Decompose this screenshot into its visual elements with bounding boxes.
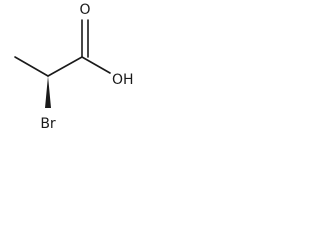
atom-hydroxyl: OH bbox=[112, 72, 134, 88]
bond-ch-carboxyl bbox=[47, 56, 83, 77]
bond-methyl-ch bbox=[14, 56, 49, 77]
structure-canvas: O OH Br bbox=[0, 0, 147, 139]
bond-c-oh bbox=[81, 56, 111, 74]
structural-formula: O OH Br bbox=[14, 2, 134, 132]
wedge-bond-br bbox=[45, 76, 51, 108]
atom-oxygen-carbonyl: O bbox=[79, 2, 90, 18]
atom-bromine: Br bbox=[40, 116, 56, 132]
